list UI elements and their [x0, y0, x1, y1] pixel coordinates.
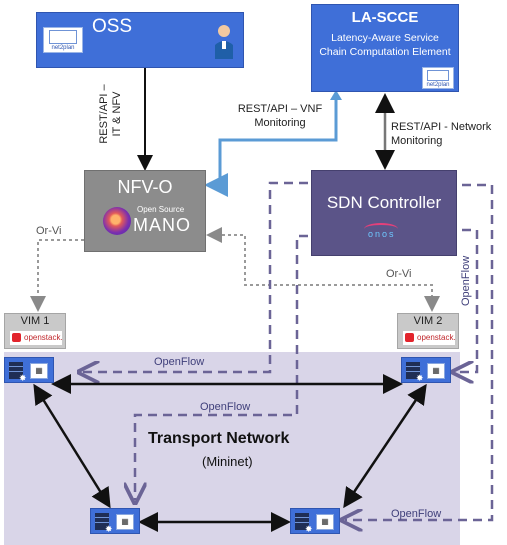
label-orvi-left: Or-Vi [36, 225, 62, 237]
link-sw1-sw3 [33, 383, 111, 509]
vim2-box: VIM 2 openstack. [397, 313, 459, 349]
nfvo-box: NFV-O Open Source MANO [84, 170, 206, 252]
transport-title: Transport Network [148, 430, 290, 447]
lascce-subtitle: Latency-Aware Service Chain Computation … [319, 32, 451, 58]
gear-icon: ✸ [416, 373, 424, 383]
chip-icon: ▦ [316, 514, 334, 530]
label-openflow-right: OpenFlow [460, 255, 472, 306]
onos-logo-text: onos [368, 229, 396, 239]
switch-node: ✸▦ [290, 508, 340, 534]
chip-icon: ▦ [30, 363, 48, 379]
nfvo-title: NFV-O [117, 177, 173, 197]
label-lascce-nfvo: REST/API – VNF Monitoring [237, 103, 323, 129]
label-orvi-right: Or-Vi [386, 268, 412, 280]
sdn-title: SDN Controller [326, 193, 442, 212]
lascce-box: LA-SCCE Latency-Aware Service Chain Comp… [311, 4, 459, 92]
net2plan-logo: net2plan [43, 27, 83, 53]
vim1-title: VIM 1 [20, 315, 50, 327]
label-oss-nfvo: REST/API – IT & NFV [98, 84, 123, 144]
switch-node: ✸▦ [401, 357, 451, 383]
label-openflow-mid: OpenFlow [200, 401, 251, 413]
lascce-title: LA-SCCE [351, 9, 419, 26]
edge-openflow-mid [135, 234, 308, 500]
onos-logo-icon [364, 223, 398, 235]
label-openflow-top: OpenFlow [154, 356, 205, 368]
openstack-logo: openstack. [403, 331, 456, 345]
gear-icon: ✸ [305, 524, 313, 534]
chip-icon: ▦ [116, 514, 134, 530]
sdn-controller-box: SDN Controller onos [311, 170, 457, 256]
openstack-logo: openstack. [10, 331, 63, 345]
link-sw2-sw4 [343, 383, 427, 509]
server-icon [406, 362, 420, 379]
oss-box: net2plan [36, 12, 244, 68]
user-icon [215, 25, 233, 59]
switch-node: ✸▦ [4, 357, 54, 383]
edge-orvi-left [30, 239, 84, 312]
edge-openflow-top [82, 181, 308, 372]
mano-caption: Open Source [137, 205, 185, 214]
net2plan-logo: net2plan [422, 67, 454, 89]
transport-subtitle: (Mininet) [202, 454, 253, 469]
label-lascce-sdn: REST/API - Network Monitoring [391, 121, 492, 147]
gear-icon: ✸ [19, 373, 27, 383]
server-icon [295, 513, 309, 530]
oss-title: OSS [91, 16, 133, 37]
edge-orvi-right [206, 227, 440, 312]
chip-icon: ▦ [427, 363, 445, 379]
server-icon [9, 362, 23, 379]
vim1-box: VIM 1 openstack. [4, 313, 66, 349]
mano-name: MANO [133, 215, 191, 235]
switch-node: ✸▦ [90, 508, 140, 534]
gear-icon: ✸ [105, 524, 113, 534]
label-openflow-bottom: OpenFlow [391, 508, 442, 520]
edge-openflow-right [456, 228, 479, 372]
vim2-title: VIM 2 [413, 315, 443, 327]
edge-lascce-nfvo [204, 97, 338, 197]
edge-openflow-bottom [345, 183, 494, 520]
server-icon [95, 513, 109, 530]
mano-logo-icon [103, 207, 131, 235]
